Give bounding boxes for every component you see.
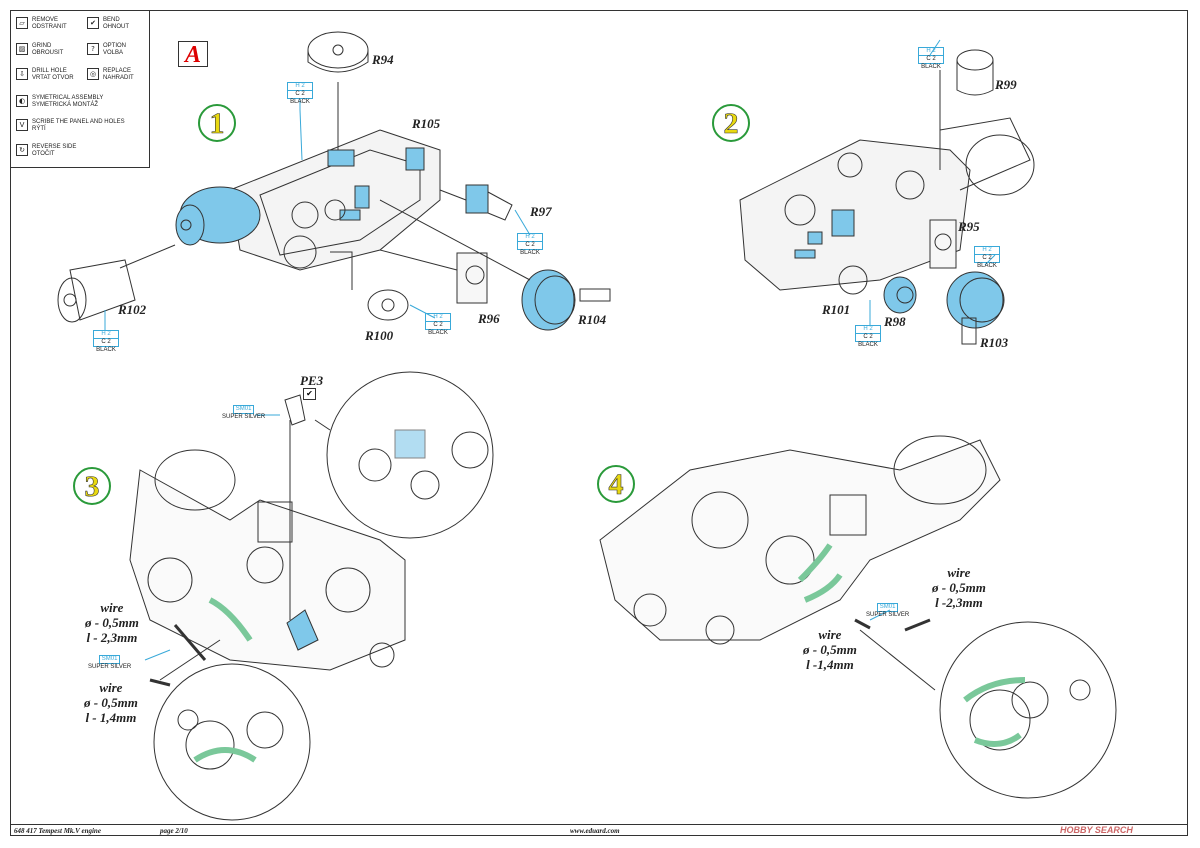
footer-bar: 648 417 Tempest Mk.V engine page 2/10 ww…	[10, 824, 1188, 837]
part-r104-drawing	[379, 199, 611, 331]
sheet-border	[10, 10, 1188, 836]
silver-callout-step3: SM01 SUPER SILVER	[88, 655, 132, 670]
silver-callout-step4: SM01 SUPER SILVER	[866, 603, 910, 618]
silver-callout-pe3: SM01 SUPER SILVER	[222, 405, 266, 420]
part-r103-drawing	[946, 271, 1005, 345]
remove-icon: ▱	[16, 17, 28, 29]
legend-option: ? OPTION VOLBA	[87, 43, 126, 57]
footer-product: 648 417 Tempest Mk.V engine	[14, 827, 101, 835]
paint-callout-r99: H 2 C 2 BLACK	[918, 47, 944, 71]
bend-icon: ✔	[87, 17, 99, 29]
drill-icon: ⇩	[16, 68, 28, 80]
part-r102-drawing	[57, 244, 176, 323]
part-r94-drawing	[307, 31, 369, 150]
detail-circle-3a	[314, 371, 494, 539]
footer-watermark: HOBBY SEARCH	[1060, 825, 1133, 835]
step-1-number: 1	[198, 104, 236, 142]
paint-callout-r98: H 2 C 2 BLACK	[855, 325, 881, 349]
part-label-r101: R101	[822, 302, 851, 317]
engine-block-1	[175, 129, 441, 271]
section-letter: A	[178, 41, 208, 68]
step-3-number: 3	[73, 467, 111, 505]
part-label-r103: R103	[980, 335, 1009, 350]
grind-icon: ▨	[16, 43, 28, 55]
part-r99-drawing	[939, 49, 994, 170]
part-label-r104: R104	[578, 312, 607, 327]
reverse-side-icon: ↻	[16, 144, 28, 156]
footer-url: www.eduard.com	[570, 827, 620, 835]
part-label-r95: R95	[958, 219, 980, 234]
part-label-pe3: PE3	[300, 373, 324, 388]
legend-reverse-side: ↻ REVERSE SIDE OTOČIT	[16, 144, 76, 158]
pe3-part-drawing	[284, 394, 306, 426]
part-r101-drawing	[838, 265, 868, 295]
replace-icon: ◎	[87, 68, 99, 80]
legend-scribe: V SCRIBE THE PANEL AND HOLES RÝTÍ	[16, 119, 125, 133]
engine-block-3	[129, 420, 406, 681]
paint-callout-r94: H 2 C 2 BLACK	[287, 82, 313, 106]
engine-block-4	[599, 435, 1001, 691]
wire-spec-step3-a: wire ø - 0,5mm l - 2,3mm	[85, 600, 139, 645]
part-r98-drawing	[883, 276, 917, 314]
paint-callout-r100: H 2 C 2 BLACK	[425, 313, 451, 337]
paint-callout-r95: H 2 C 2 BLACK	[974, 246, 1000, 270]
legend-bend: ✔ BEND OHNOUT	[87, 17, 129, 31]
part-label-r97: R97	[530, 204, 552, 219]
legend-symmetrical: ◐ SYMETRICAL ASSEMBLY SYMETRICKÁ MONTÁŽ	[16, 95, 103, 109]
part-label-r105: R105	[412, 116, 441, 131]
detail-circle-4	[939, 621, 1117, 799]
part-r100-drawing	[330, 251, 409, 321]
part-label-r94: R94	[372, 52, 394, 67]
paint-callout-r102: H 2 C 2 BLACK	[93, 330, 119, 354]
step-2-number: 2	[712, 104, 750, 142]
legend-drill: ⇩ DRILL HOLE VRTAT OTVOR	[16, 68, 74, 82]
paint-callout-r97: H 2 C 2 BLACK	[517, 233, 543, 257]
part-label-r98: R98	[884, 314, 906, 329]
part-label-r96: R96	[478, 311, 500, 326]
part-r97-drawing	[439, 184, 513, 221]
wire-spec-step4-b: wire ø - 0,5mm l -1,4mm	[803, 627, 857, 672]
legend-replace: ◎ REPLACE NAHRADIT	[87, 68, 134, 82]
wire-pieces	[149, 618, 931, 687]
footer-page: page 2/10	[160, 827, 188, 835]
legend-remove: ▱ REMOVE ODSTRANIT	[16, 17, 67, 31]
wire-spec-step4-a: wire ø - 0,5mm l -2,3mm	[932, 565, 986, 610]
engine-block-2	[739, 117, 1035, 291]
bend-icon: ✔	[303, 388, 316, 400]
symmetrical-icon: ◐	[16, 95, 28, 107]
part-r96-drawing	[379, 249, 488, 304]
legend-grind: ▨ GRIND OBROUSIT	[16, 43, 63, 57]
part-label-r100: R100	[365, 328, 394, 343]
step-4-number: 4	[597, 465, 635, 503]
part-r95-drawing	[929, 219, 957, 269]
scribe-icon: V	[16, 119, 28, 131]
option-icon: ?	[87, 43, 99, 55]
detail-circle-3b	[153, 663, 311, 821]
legend-panel: ▱ REMOVE ODSTRANIT ✔ BEND OHNOUT ▨ GRIND…	[10, 10, 150, 168]
wire-spec-step3-b: wire ø - 0,5mm l - 1,4mm	[84, 680, 138, 725]
part-label-r99: R99	[995, 77, 1017, 92]
part-label-r102: R102	[118, 302, 147, 317]
